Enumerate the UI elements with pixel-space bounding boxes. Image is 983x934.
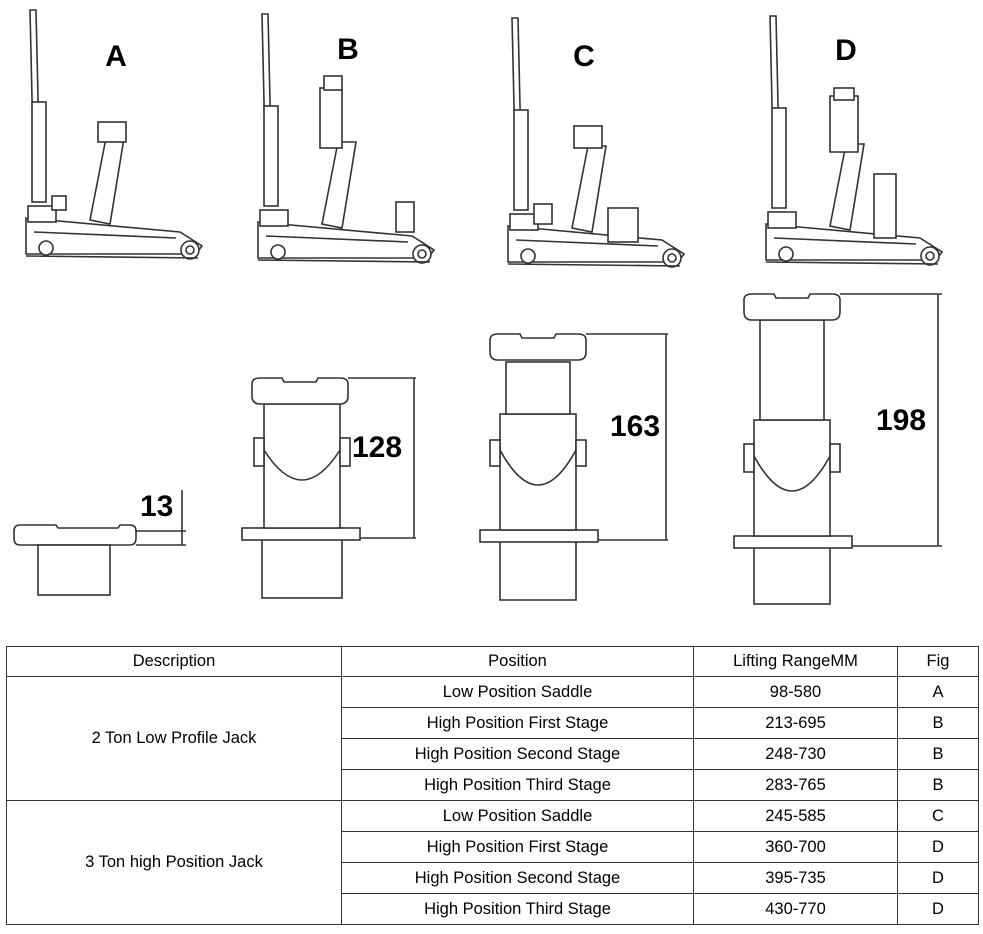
cell-fig: C xyxy=(897,800,979,832)
cell-position: High Position Third Stage xyxy=(341,769,694,801)
table-row: 2 Ton Low Profile Jack Low Position Sadd… xyxy=(6,676,979,801)
table-row: High Position Second Stage 248-730 B xyxy=(7,738,979,770)
header-position: Position xyxy=(341,646,694,677)
fig-letter-d: D xyxy=(835,34,857,67)
table-header-row: Description Position Lifting RangeMM Fig xyxy=(6,646,979,677)
cell-range: 395-735 xyxy=(693,862,898,894)
header-lifting-range: Lifting RangeMM xyxy=(693,646,898,677)
cell-position: High Position Second Stage xyxy=(341,738,694,770)
cell-range: 360-700 xyxy=(693,831,898,863)
cell-position: High Position First Stage xyxy=(341,707,694,739)
dimension-label-b: 128 xyxy=(352,431,402,464)
table-row: 3 Ton high Position Jack Low Position Sa… xyxy=(6,800,979,925)
jack-illustration-a xyxy=(25,9,203,260)
jack-illustration-b xyxy=(257,13,435,264)
cell-fig: B xyxy=(897,707,979,739)
group-description: 2 Ton Low Profile Jack xyxy=(6,676,342,801)
cell-fig: D xyxy=(897,831,979,863)
cell-fig: D xyxy=(897,893,979,925)
header-description: Description xyxy=(6,646,342,677)
cell-range: 245-585 xyxy=(693,800,898,832)
table-row: High Position Third Stage 283-765 B xyxy=(7,769,979,801)
jack-illustration-c xyxy=(507,17,685,268)
cell-range: 213-695 xyxy=(693,707,898,739)
cell-range: 98-580 xyxy=(693,676,898,708)
cell-fig: D xyxy=(897,862,979,894)
fig-letter-a: A xyxy=(105,40,127,73)
table-row: High Position Third Stage 430-770 D xyxy=(7,893,979,925)
jack-illustration-d xyxy=(765,15,943,266)
cell-position: High Position Second Stage xyxy=(341,862,694,894)
dimension-label-c: 163 xyxy=(610,410,660,443)
lifting-range-table: Description Position Lifting RangeMM Fig… xyxy=(6,646,979,925)
table-row: High Position First Stage 360-700 D xyxy=(7,831,979,863)
saddle-detail-b xyxy=(241,377,416,599)
cell-fig: A xyxy=(897,676,979,708)
group-description: 3 Ton high Position Jack xyxy=(6,800,342,925)
saddle-detail-c xyxy=(479,333,668,601)
jack-diagram: A B C D xyxy=(13,9,943,605)
cell-position: Low Position Saddle xyxy=(341,800,694,832)
cell-position: High Position Third Stage xyxy=(341,893,694,925)
dimension-label-d: 198 xyxy=(876,404,926,437)
fig-letter-b: B xyxy=(337,33,359,66)
cell-position: Low Position Saddle xyxy=(341,676,694,708)
saddle-detail-d xyxy=(733,293,942,605)
cell-position: High Position First Stage xyxy=(341,831,694,863)
fig-letter-c: C xyxy=(573,40,595,73)
cell-fig: B xyxy=(897,769,979,801)
cell-range: 430-770 xyxy=(693,893,898,925)
dimension-label-a: 13 xyxy=(140,490,173,523)
saddle-detail-a xyxy=(13,490,186,596)
cell-range: 248-730 xyxy=(693,738,898,770)
cell-fig: B xyxy=(897,738,979,770)
header-fig: Fig xyxy=(897,646,979,677)
cell-range: 283-765 xyxy=(693,769,898,801)
